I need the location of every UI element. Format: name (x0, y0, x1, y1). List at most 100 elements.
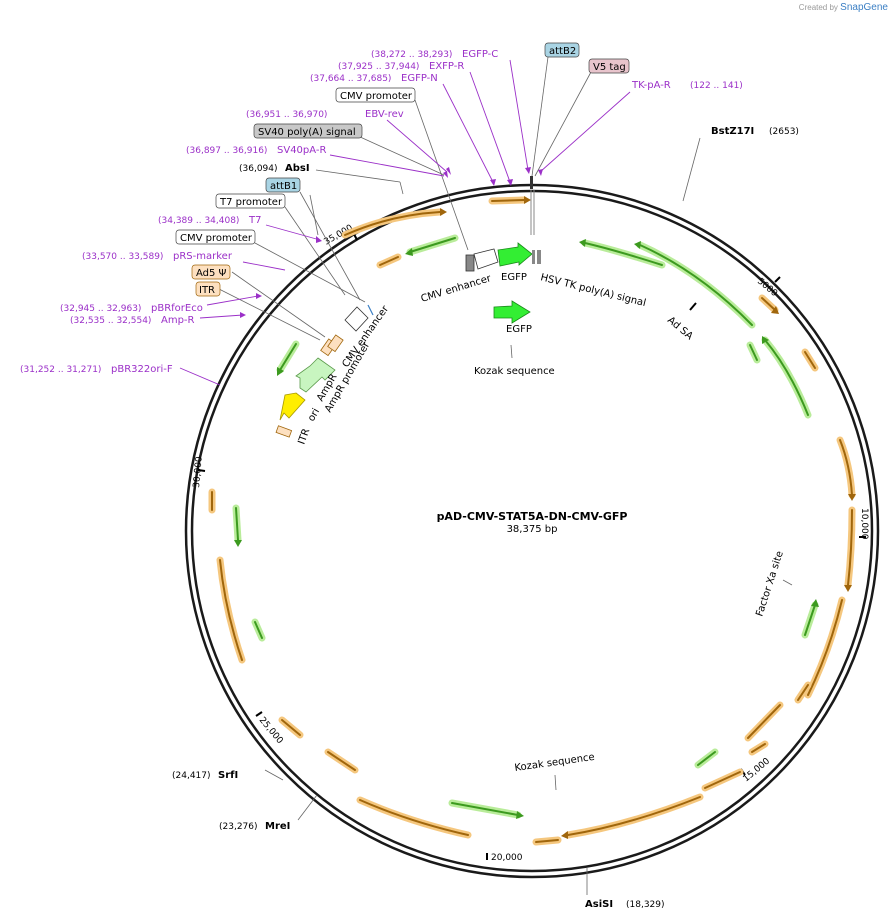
orf-arrow (341, 208, 444, 239)
label-box (335, 87, 416, 103)
feature-arrows (208, 196, 856, 846)
orf-arrow (491, 199, 525, 202)
cmv-enhancer-2-block (344, 306, 369, 332)
site-absi-name: AbsI (285, 163, 310, 174)
label-ad-sa: Ad SA (665, 315, 695, 343)
orf-arrow (379, 256, 399, 266)
primer-line (265, 224, 321, 241)
orf-arrow-head (524, 196, 531, 204)
primer-amp-r-name: Amp-R (161, 315, 195, 326)
primer-lines (179, 59, 631, 386)
primer-arrow-head (525, 167, 531, 174)
top-marker (530, 176, 533, 189)
orf-arrow-head (848, 494, 856, 501)
primer-arrow-head (538, 169, 543, 176)
tick-label-15000: 15,000 (742, 756, 773, 784)
leader-line (315, 169, 401, 183)
label-box (253, 123, 363, 139)
cmv-promoter-top-label: CMV promoter (340, 91, 413, 102)
itr-label: ITR (199, 285, 215, 296)
orf-arrow-head (516, 811, 524, 819)
tick-35000 (353, 233, 358, 241)
v5-tag-label: V5 tag (593, 62, 626, 73)
site-srfi-pos: (24,417) (172, 771, 211, 781)
primer-line (199, 314, 244, 319)
site-mrei-pos: (23,276) (219, 822, 258, 832)
label-box (191, 264, 231, 280)
orf-arrow (764, 339, 809, 416)
orf-arrow (359, 799, 469, 836)
primer-pbr322ori-f-range: (31,252 .. 31,271) (20, 365, 101, 375)
orf-arrow (216, 556, 246, 664)
orf-arrow-head (771, 306, 779, 314)
orf-arrow (327, 751, 356, 771)
primer-egfp-n-range: (37,664 .. 37,685) (310, 74, 391, 84)
plasmid-length: 38,375 bp (507, 524, 558, 535)
label-cmv-enhancer-2: CMV enhancer (340, 303, 391, 370)
site-asisi-pos: (18,329) (626, 900, 665, 910)
leader-line (357, 135, 445, 176)
primer-exfp-r-range: (37,925 .. 37,944) (338, 62, 419, 72)
orf-arrow-head (762, 336, 769, 344)
primer-line (442, 83, 494, 183)
label-ori: ori (306, 407, 322, 424)
orf-arrow (797, 684, 809, 701)
leader-lines (218, 56, 793, 895)
backbone-inner (190, 189, 874, 873)
orf-arrow (836, 436, 856, 499)
orf-arrow (804, 351, 816, 369)
label-cmv-enhancer-1: CMV enhancer (420, 273, 494, 305)
primer-exfp-r-name: EXFP-R (429, 61, 464, 72)
leader-line (554, 774, 557, 791)
orf-arrow (279, 343, 297, 371)
orf-arrow (804, 604, 816, 636)
ad5-psi-label: Ad5 Ψ (196, 268, 227, 279)
orf-arrow (639, 244, 753, 326)
primer-line (329, 154, 445, 177)
site-absi-pos: (36,094) (239, 164, 278, 174)
label-box (175, 229, 256, 245)
primer-line (206, 295, 259, 306)
ampr-promoter-block-2 (327, 334, 344, 353)
boxed-labels: attB2 V5 tag CMV promoter SV40 poly(A) s… (175, 42, 630, 297)
primer-pbrforeco-range: (32,945 .. 32,963) (60, 304, 141, 314)
snapgene-logo: SnapGene (840, 2, 888, 13)
leader-line (284, 206, 346, 296)
orf-arrow (219, 559, 243, 661)
primer-egfp-c-name: EGFP-C (462, 49, 498, 60)
primer-arrow-head (490, 179, 496, 186)
orf-arrow (704, 771, 741, 789)
watermark-created-by: Created by (798, 3, 838, 12)
label-itr-inner: ITR (296, 427, 312, 446)
cmv-promoter-2-label: CMV promoter (180, 233, 253, 244)
marker-line (367, 304, 374, 316)
orf-arrow (281, 719, 301, 736)
primer-ebv-rev-name: EBV-rev (365, 109, 404, 120)
orf-arrow (564, 793, 704, 839)
site-bstz17i-pos: (2653) (769, 127, 799, 137)
orf-arrow (584, 242, 663, 266)
tick-label-30000: 30,000 (192, 456, 205, 489)
tick-label-10000: 10,000 (859, 508, 869, 540)
hsv-tk-block (532, 250, 535, 264)
watermark: Created by SnapGene (799, 2, 888, 13)
label-box (265, 177, 301, 193)
inner-features (275, 176, 697, 438)
label-box (215, 193, 286, 209)
primer-arrow-head (256, 293, 262, 299)
label-kozak-2: Kozak sequence (514, 752, 595, 774)
orf-arrow-head (579, 239, 586, 247)
label-box (544, 42, 580, 58)
label-factor-xa: Factor Xa site (754, 550, 785, 618)
label-egfp-1: EGFP (501, 272, 527, 283)
primer-arrow-head (443, 171, 448, 178)
orf-arrow (567, 796, 701, 836)
orf-arrow (839, 439, 853, 496)
orf-arrow (697, 751, 716, 766)
orf-arrow (451, 802, 519, 816)
orf-arrow (235, 507, 239, 541)
site-bstz17i-name: BstZ17I (711, 126, 754, 137)
primer-prs-marker-range: (33,570 .. 33,589) (82, 252, 163, 262)
primer-line (469, 71, 511, 183)
